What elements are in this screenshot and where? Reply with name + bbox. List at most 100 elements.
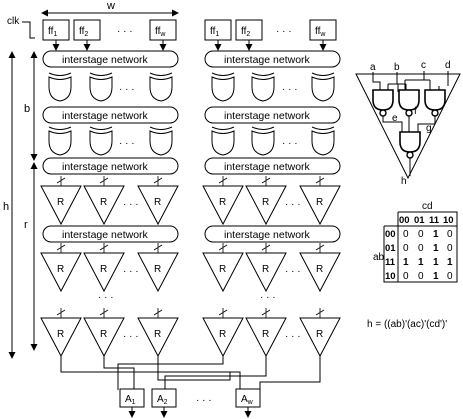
svg-text:interstage network: interstage network — [62, 161, 149, 173]
svg-text:R: R — [219, 197, 226, 208]
interstage-net-left-3 — [42, 157, 179, 175]
svg-text:1: 1 — [433, 257, 439, 268]
xor-gate — [211, 126, 235, 156]
r-block: R — [299, 185, 341, 225]
svg-text:· · ·: · · · — [123, 331, 139, 342]
equation: h = ((ab)'(ac)'(cd')' — [367, 319, 447, 330]
svg-text:10: 10 — [443, 215, 454, 226]
svg-text:interstage network: interstage network — [224, 110, 311, 122]
r-block: R — [137, 185, 179, 225]
svg-text:10: 10 — [385, 271, 396, 282]
xor-gate — [48, 72, 72, 102]
svg-text:0: 0 — [403, 271, 409, 282]
svg-text:0: 0 — [447, 271, 453, 282]
svg-text:R: R — [57, 264, 64, 275]
h-label: h — [3, 201, 9, 213]
svg-text:R: R — [100, 329, 107, 340]
svg-text:c: c — [421, 60, 426, 71]
svg-text:R: R — [219, 329, 226, 340]
nand-gate — [424, 89, 446, 117]
ff-row-left: ff1 ff2 · · · ffw — [42, 19, 177, 51]
interstage-net-left-2 — [42, 106, 179, 124]
svg-text:R: R — [316, 329, 323, 340]
svg-text:1: 1 — [447, 257, 453, 268]
svg-text:interstage network: interstage network — [224, 161, 311, 173]
svg-text:ffw: ffw — [155, 26, 166, 38]
r-block: R — [40, 317, 82, 357]
r-block: R — [202, 252, 244, 292]
svg-text:· · ·: · · · — [196, 395, 212, 406]
svg-text:11: 11 — [385, 257, 396, 268]
svg-text:interstage network: interstage network — [62, 229, 149, 241]
interstage-net-right-2 — [204, 106, 341, 124]
ff-row-right: ff1 ff2 · · · ffw — [204, 19, 337, 51]
svg-text:· · ·: · · · — [285, 266, 301, 277]
r-label: r — [24, 219, 28, 231]
svg-text:R: R — [154, 197, 161, 208]
xor-gate — [311, 72, 335, 102]
svg-text:R: R — [154, 329, 161, 340]
svg-text:1: 1 — [433, 271, 439, 282]
k-map: cd ab 00 01 11 10 00 01 11 10 0 0 1 0 0 … — [373, 201, 458, 283]
xor-gate — [48, 126, 72, 156]
svg-text:· · ·: · · · — [123, 199, 139, 210]
r-block: R — [245, 317, 287, 357]
svg-text:R: R — [57, 197, 64, 208]
svg-text:R: R — [100, 197, 107, 208]
svg-text:· · ·: · · · — [119, 138, 135, 149]
svg-text:R: R — [262, 329, 269, 340]
xor-gate — [89, 72, 113, 102]
svg-text:0: 0 — [403, 243, 409, 254]
kmap-row-var: ab — [373, 252, 385, 263]
nand-gate — [372, 89, 394, 117]
r-block: R — [299, 317, 341, 357]
w-label: w — [106, 0, 115, 12]
r-block: R — [202, 185, 244, 225]
ff-dots-left: · · · — [117, 26, 133, 37]
svg-text:ff1: ff1 — [48, 26, 57, 38]
kmap-col-var: cd — [422, 201, 433, 212]
svg-text:g: g — [426, 123, 432, 134]
svg-text:a: a — [370, 62, 376, 73]
svg-text:· · ·: · · · — [123, 266, 139, 277]
r-block: R — [83, 317, 125, 357]
svg-text:1: 1 — [433, 243, 439, 254]
svg-text:· · ·: · · · — [282, 84, 298, 95]
r-blocks: R R R · · · R R R · · · R R R · · · R R … — [40, 185, 341, 357]
interstage-net-right-4 — [204, 225, 341, 243]
xor-gate — [251, 72, 275, 102]
svg-text:0: 0 — [447, 243, 453, 254]
svg-text:R: R — [154, 264, 161, 275]
svg-text:Aw: Aw — [241, 394, 254, 406]
r-block: R — [245, 252, 287, 292]
svg-text:R: R — [262, 197, 269, 208]
svg-text:0: 0 — [418, 243, 424, 254]
svg-text:1: 1 — [403, 257, 409, 268]
clk-label: clk — [7, 16, 20, 27]
svg-text:interstage network: interstage network — [62, 54, 149, 66]
svg-text:· · ·: · · · — [285, 199, 301, 210]
svg-text:b: b — [394, 62, 400, 73]
svg-text:· · ·: · · · — [119, 84, 135, 95]
svg-text:ffw: ffw — [315, 26, 326, 38]
svg-text:1: 1 — [433, 229, 439, 240]
svg-text:d: d — [445, 60, 451, 71]
output-boxes: A1 A2 · · · Aw — [119, 388, 261, 418]
svg-text:· · ·: · · · — [285, 331, 301, 342]
interstage-net-right-3 — [204, 157, 341, 175]
interstage-net-right-1 — [204, 50, 341, 68]
interstage-net-left-1 — [42, 50, 179, 68]
r-block: R — [83, 185, 125, 225]
svg-text:0: 0 — [447, 229, 453, 240]
output-wires — [60, 356, 321, 390]
svg-text:00: 00 — [399, 215, 410, 226]
r-block: R — [40, 252, 82, 292]
svg-text:0: 0 — [418, 271, 424, 282]
r-block: R — [137, 317, 179, 357]
xor-gate — [89, 126, 113, 156]
vdots-left: · · · — [98, 292, 114, 303]
svg-text:R: R — [219, 264, 226, 275]
interstage-net-left-4 — [42, 225, 179, 243]
xor-gate — [149, 126, 173, 156]
svg-text:0: 0 — [418, 229, 424, 240]
